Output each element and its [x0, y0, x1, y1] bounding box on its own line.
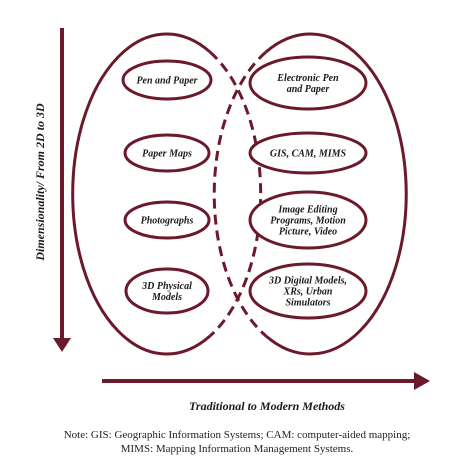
modern-group — [212, 32, 408, 356]
node-gis-cam-mims — [248, 131, 368, 175]
modern-group-outline-dashed — [212, 50, 267, 338]
y-axis-label: Dimensionality/ From 2D to 3D — [33, 103, 47, 262]
node-label-line: Models — [151, 292, 182, 303]
node-label-line: Programs, Motion — [270, 216, 346, 227]
note-line-2: MIMS: Mapping Information Management Sys… — [120, 443, 354, 455]
node-gis-cam-mims-label: GIS, CAM, MIMS — [270, 149, 347, 160]
node-label-line: GIS, CAM, MIMS — [270, 149, 347, 160]
node-photographs-label: Photographs — [141, 216, 194, 227]
y-axis-arrowhead — [53, 338, 71, 352]
node-3d-physical-models — [124, 267, 210, 315]
traditional-group-outline-dashed — [209, 50, 263, 338]
traditional-group-outline-solid — [71, 32, 211, 356]
node-electronic-pen-and-paper — [248, 55, 368, 111]
node-label-line: 3D Physical — [141, 281, 192, 292]
node-label-line: Pen and Paper — [136, 76, 197, 87]
node-label-line: Photographs — [141, 216, 194, 227]
node-pen-and-paper — [121, 59, 213, 101]
node-paper-maps — [123, 133, 211, 173]
node-label-line: Picture, Video — [279, 227, 337, 238]
traditional-items: Pen and Paper Paper Maps Photographs 3D … — [121, 59, 213, 315]
node-label-line: Electronic Pen — [276, 73, 339, 84]
node-image-editing — [248, 190, 368, 250]
node-label-line: Paper Maps — [142, 149, 192, 160]
note-line-1: Note: GIS: Geographic Information System… — [63, 429, 411, 441]
x-axis-arrowhead — [414, 372, 430, 390]
node-photographs — [123, 200, 211, 240]
modern-group-outline-solid — [265, 32, 408, 356]
node-label-line: XRs, Urban — [283, 287, 333, 298]
traditional-group — [71, 32, 263, 356]
node-label-line: 3D Digital Models, — [268, 276, 347, 287]
node-label-line: and Paper — [287, 84, 330, 95]
node-label-line: Image Editing — [277, 205, 337, 216]
node-label-line: Simulators — [285, 298, 330, 309]
node-pen-and-paper-label: Pen and Paper — [136, 76, 197, 87]
x-axis-label: Traditional to Modern Methods — [189, 399, 345, 413]
node-3d-digital-models — [248, 262, 368, 320]
note: Note: GIS: Geographic Information System… — [0, 428, 474, 456]
node-paper-maps-label: Paper Maps — [142, 149, 192, 160]
